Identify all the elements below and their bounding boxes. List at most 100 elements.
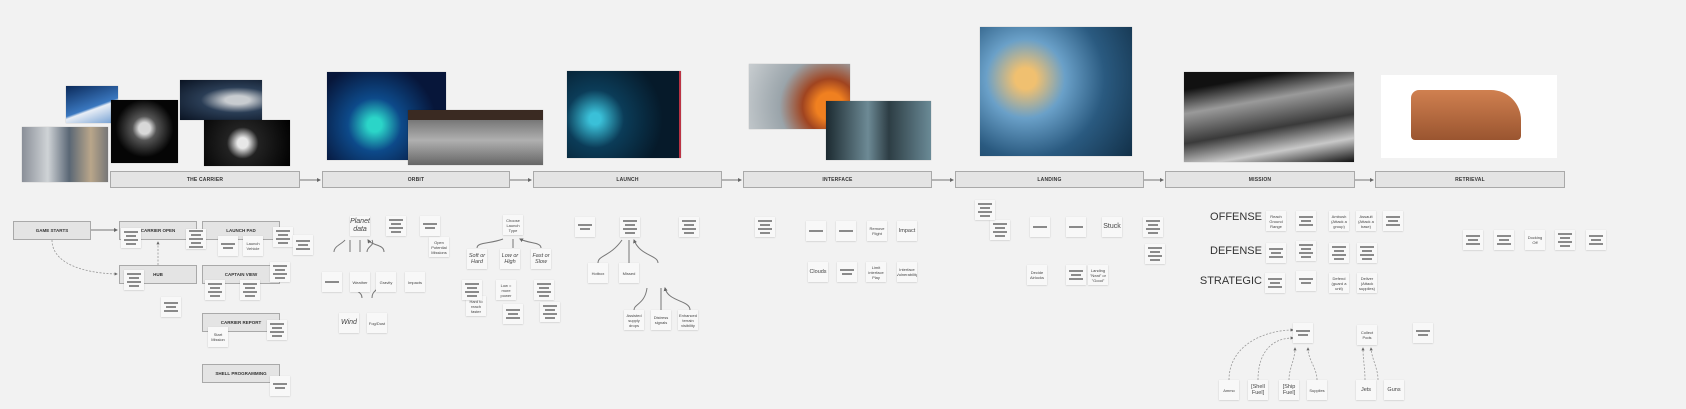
sticky-note[interactable] — [990, 220, 1010, 240]
sticky-note[interactable] — [240, 280, 260, 300]
sticky-note[interactable]: Ambush (Attack a group) — [1329, 211, 1349, 231]
sticky-note[interactable]: Gravity — [376, 272, 396, 292]
sticky-note[interactable]: [Ship Fuel] — [1279, 380, 1299, 400]
sticky-note[interactable] — [267, 320, 287, 340]
sticky-note[interactable] — [273, 227, 293, 247]
section-retrieval[interactable]: RETRIEVAL — [1375, 171, 1565, 188]
sticky-note[interactable] — [386, 216, 406, 236]
sticky-note[interactable] — [1293, 323, 1313, 343]
section-the-carrier[interactable]: THE CARRIER — [110, 171, 300, 188]
sticky-note[interactable]: Ammo — [1219, 380, 1239, 400]
sticky-note[interactable] — [322, 272, 342, 292]
sticky-note[interactable] — [293, 235, 313, 255]
sticky-note[interactable] — [270, 262, 290, 282]
sticky-note[interactable] — [1143, 217, 1163, 237]
sticky-note[interactable] — [1463, 230, 1483, 250]
section-interface[interactable]: INTERFACE — [743, 171, 932, 188]
sticky-note[interactable] — [1030, 217, 1050, 237]
sticky-note[interactable]: Enhanced terrain visibility — [678, 310, 698, 330]
sticky-note[interactable] — [1357, 243, 1377, 263]
sticky-note[interactable]: Supplies — [1307, 380, 1327, 400]
sticky-note[interactable] — [462, 280, 482, 300]
sticky-note[interactable]: [Shell Fuel] — [1248, 380, 1268, 400]
sticky-note[interactable] — [1066, 265, 1086, 285]
section-orbit[interactable]: ORBIT — [322, 171, 510, 188]
sticky-note[interactable]: Jets — [1356, 380, 1376, 400]
sticky-note[interactable] — [124, 270, 144, 290]
sticky-note[interactable] — [679, 217, 699, 237]
sticky-note[interactable] — [975, 200, 995, 220]
sticky-note[interactable]: Start Mission — [208, 327, 228, 347]
sticky-note[interactable] — [755, 217, 775, 237]
sticky-note[interactable] — [806, 221, 826, 241]
sticky-note[interactable]: Missed — [619, 263, 639, 283]
sticky-note[interactable]: Landing "Neat" or "Good" — [1088, 265, 1108, 285]
sticky-note[interactable]: Limit interface Play — [866, 262, 886, 282]
sticky-note[interactable]: Soft or Hard — [467, 249, 487, 269]
sticky-note[interactable] — [121, 228, 141, 248]
sticky-note[interactable]: Hotbox — [588, 263, 608, 283]
sticky-note[interactable]: Choose Launch Type — [503, 215, 523, 235]
sticky-note[interactable] — [1329, 243, 1349, 263]
sticky-note[interactable] — [205, 280, 225, 300]
sticky-note[interactable] — [540, 302, 560, 322]
sticky-note[interactable] — [575, 217, 595, 237]
sticky-note[interactable]: Deliver (Attack supplies) — [1357, 273, 1377, 293]
sticky-note[interactable] — [161, 297, 181, 317]
sticky-note[interactable] — [1296, 211, 1316, 231]
sticky-note[interactable] — [1265, 273, 1285, 293]
section-launch[interactable]: LAUNCH — [533, 171, 722, 188]
game-starts-box[interactable]: GAME STARTS — [13, 221, 91, 240]
sticky-note[interactable] — [1296, 241, 1316, 261]
sticky-note[interactable] — [1296, 271, 1316, 291]
sticky-note[interactable] — [1266, 243, 1286, 263]
sticky-note[interactable]: Low or High — [500, 249, 520, 269]
sticky-note[interactable]: Assisted supply drops — [624, 310, 644, 330]
sticky-note[interactable] — [420, 216, 440, 236]
section-landing[interactable]: LANDING — [955, 171, 1144, 188]
sticky-note[interactable]: Wind — [339, 313, 359, 333]
vehicle-shape — [1411, 90, 1521, 140]
sticky-note[interactable] — [534, 280, 554, 300]
sticky-note[interactable]: Remove Flight — [867, 221, 887, 241]
text-line — [465, 291, 479, 293]
sticky-note[interactable]: Fast or Slow — [531, 249, 551, 269]
sticky-note[interactable]: Impacts — [405, 272, 425, 292]
sticky-note[interactable]: Docking Off — [1525, 230, 1545, 250]
launch-pad-box[interactable]: LAUNCH PAD — [202, 221, 280, 240]
sticky-note[interactable] — [837, 262, 857, 282]
sticky-note[interactable] — [1145, 244, 1165, 264]
shell-programming-box[interactable]: SHELL PROGRAMMING — [202, 364, 280, 383]
sticky-note[interactable]: Low = more power — [496, 280, 516, 300]
sticky-note[interactable]: Planet data — [350, 216, 370, 236]
sticky-note[interactable]: Decide Airlocks — [1027, 265, 1047, 285]
sticky-note[interactable] — [503, 304, 523, 324]
sticky-note[interactable]: Stuck — [1102, 217, 1122, 237]
sticky-note[interactable]: Clouds — [808, 262, 828, 282]
sticky-note[interactable] — [186, 229, 206, 249]
sticky-note[interactable]: Hard to reach faster — [466, 296, 486, 316]
sticky-note[interactable] — [1586, 230, 1606, 250]
sticky-note[interactable]: Assault (Attack a base) — [1356, 211, 1376, 231]
sticky-note[interactable] — [1494, 230, 1514, 250]
sticky-note[interactable] — [1066, 217, 1086, 237]
sticky-note[interactable]: Launch Vehicle — [243, 236, 263, 256]
sticky-note[interactable]: Reach Ground Range — [1266, 211, 1286, 231]
sticky-note[interactable]: Fog/Dust — [367, 313, 387, 333]
sticky-note[interactable]: Distress signals — [651, 310, 671, 330]
sticky-note[interactable] — [218, 236, 238, 256]
sticky-note[interactable]: Weather — [350, 272, 370, 292]
sticky-note[interactable]: Open Potential Missions — [429, 237, 449, 257]
sticky-note[interactable]: Impact — [897, 221, 917, 241]
sticky-note[interactable]: Guns — [1384, 380, 1404, 400]
sticky-note[interactable]: Collect Pods — [1357, 325, 1377, 345]
sticky-note[interactable] — [620, 217, 640, 237]
sticky-note[interactable]: Defend (guard a unit) — [1329, 273, 1349, 293]
sticky-note[interactable] — [836, 221, 856, 241]
sticky-note[interactable] — [1383, 211, 1403, 231]
sticky-note[interactable] — [270, 376, 290, 396]
sticky-note[interactable]: Interface Vulnerability — [897, 262, 917, 282]
sticky-note[interactable] — [1413, 323, 1433, 343]
sticky-note[interactable] — [1555, 230, 1575, 250]
section-mission[interactable]: MISSION — [1165, 171, 1355, 188]
